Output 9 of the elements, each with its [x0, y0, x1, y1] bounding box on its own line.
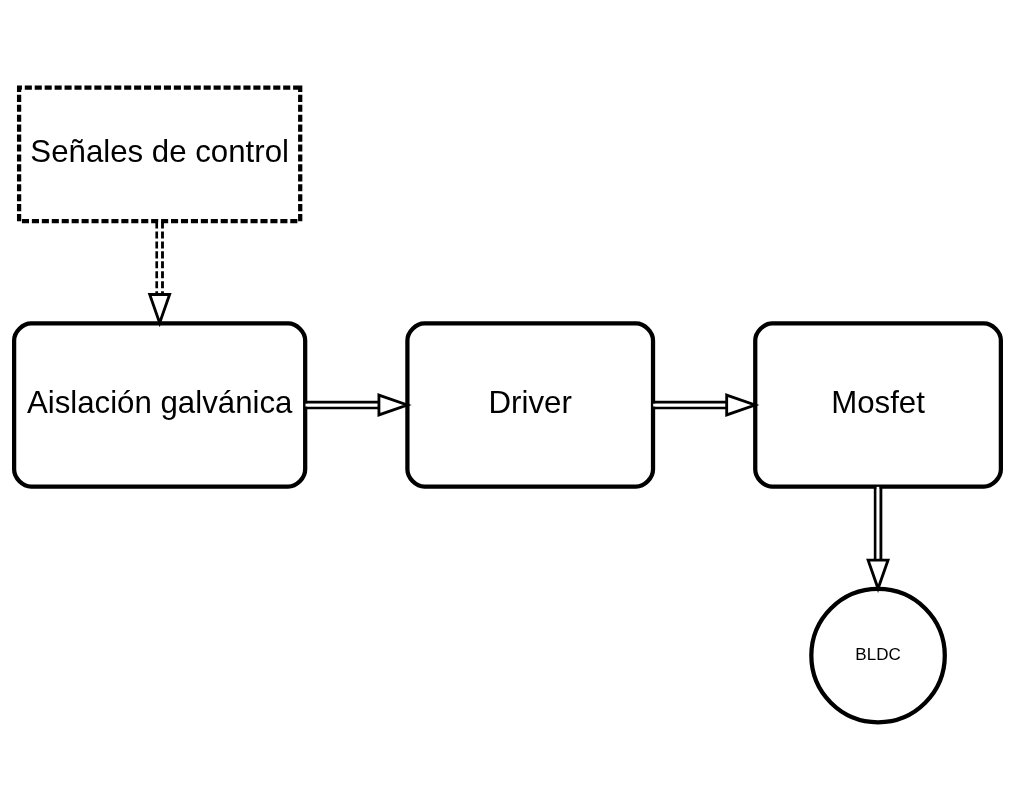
node-box: Señales de control: [16, 85, 303, 223]
node-box: Aislación galvánica: [12, 320, 308, 489]
node-box: Driver: [405, 320, 656, 489]
node-box: Mosfet: [753, 320, 1003, 489]
arrow: [653, 392, 760, 417]
arrow: [305, 392, 412, 417]
arrow: [866, 486, 890, 593]
arrow: [147, 221, 172, 327]
node-circle: BLDC: [809, 586, 947, 724]
